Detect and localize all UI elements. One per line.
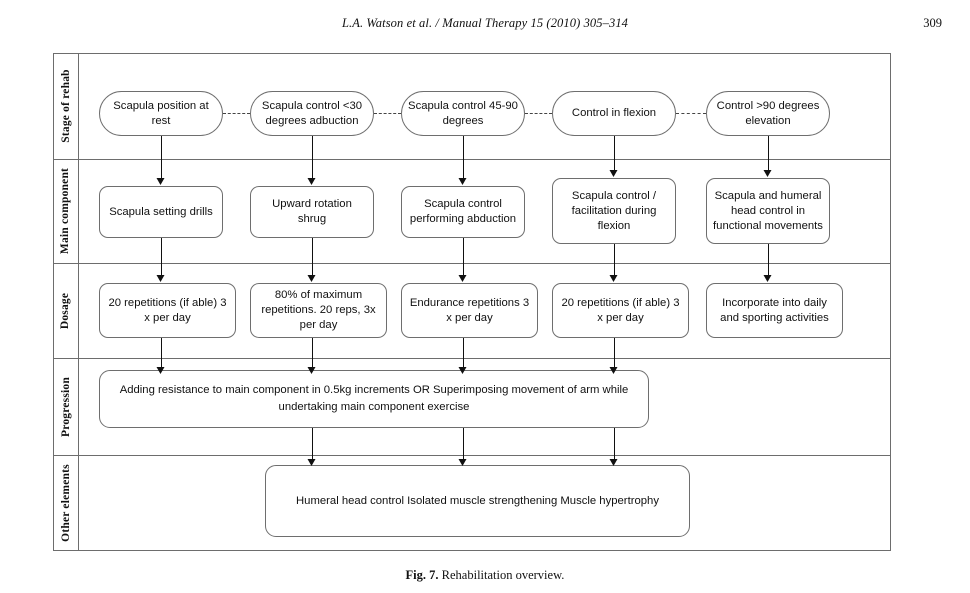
journal-citation: L.A. Watson et al. / Manual Therapy 15 (… (341, 16, 629, 30)
running-head: L.A. Watson et al. / Manual Therapy 15 (… (0, 16, 970, 32)
band-label-text: Stage of rehab (59, 69, 72, 143)
stage-node-2[interactable]: Scapula control <30 degrees adbuction (250, 91, 374, 136)
arrow-head-stage-to-main-5 (763, 170, 772, 177)
figure-caption: Fig. 7. Rehabilitation overview. (0, 568, 970, 583)
stage-node-3[interactable]: Scapula control 45-90 degrees (401, 91, 525, 136)
band-label-text: Other elements (59, 464, 72, 542)
arrow-head-dosage-to-progression-3 (458, 367, 467, 374)
rehabilitation-overview-figure: Stage of rehab Main component Dosage Pro… (53, 53, 891, 551)
arrow-head-main-to-dosage-1 (156, 275, 165, 282)
arrow-line-main-to-dosage-3 (463, 238, 464, 276)
arrow-line-main-to-dosage-5 (768, 244, 769, 276)
dosage-node-2[interactable]: 80% of maximum repetitions. 20 reps, 3x … (250, 283, 387, 338)
dashed-connector-stage-3-4 (525, 113, 552, 114)
band-label-main-component: Main component (53, 159, 78, 263)
main-component-node-1[interactable]: Scapula setting drills (99, 186, 223, 238)
arrow-line-main-to-dosage-4 (614, 244, 615, 276)
arrow-head-progression-to-other-1 (307, 459, 316, 466)
dosage-node-5[interactable]: Incorporate into daily and sporting acti… (706, 283, 843, 338)
progression-node[interactable]: Adding resistance to main component in 0… (99, 370, 649, 428)
dosage-node-3[interactable]: Endurance repetitions 3 x per day (401, 283, 538, 338)
dashed-connector-stage-4-5 (676, 113, 706, 114)
band-label-text: Main component (59, 167, 72, 255)
stage-node-1[interactable]: Scapula position at rest (99, 91, 223, 136)
arrow-head-stage-to-main-3 (458, 178, 467, 185)
arrow-line-stage-to-main-1 (161, 136, 162, 179)
arrow-head-stage-to-main-4 (609, 170, 618, 177)
arrow-head-stage-to-main-1 (156, 178, 165, 185)
arrow-head-main-to-dosage-3 (458, 275, 467, 282)
dashed-connector-stage-1-2 (223, 113, 250, 114)
figure-caption-label: Fig. 7. (405, 568, 439, 582)
arrow-line-dosage-to-progression-2 (312, 338, 313, 368)
arrow-line-dosage-to-progression-1 (161, 338, 162, 368)
arrow-line-progression-to-other-3 (614, 428, 615, 460)
dosage-node-4[interactable]: 20 repetitions (if able) 3 x per day (552, 283, 689, 338)
stage-node-5[interactable]: Control >90 degrees elevation (706, 91, 830, 136)
band-separator-4 (53, 455, 891, 456)
main-component-node-5[interactable]: Scapula and humeral head control in func… (706, 178, 830, 244)
arrow-head-dosage-to-progression-1 (156, 367, 165, 374)
arrow-head-dosage-to-progression-2 (307, 367, 316, 374)
band-label-text: Dosage (59, 292, 72, 329)
arrow-line-stage-to-main-2 (312, 136, 313, 179)
band-separator-1 (53, 159, 891, 160)
band-label-text: Progression (59, 376, 72, 437)
arrow-head-main-to-dosage-2 (307, 275, 316, 282)
band-label-stage-of-rehab: Stage of rehab (53, 53, 78, 159)
figure-caption-text: Rehabilitation overview. (441, 568, 565, 582)
main-component-node-3[interactable]: Scapula control performing abduction (401, 186, 525, 238)
band-separator-3 (53, 358, 891, 359)
main-component-node-4[interactable]: Scapula control / facilitation during fl… (552, 178, 676, 244)
band-label-gutter-divider (78, 53, 79, 551)
arrow-line-stage-to-main-4 (614, 136, 615, 171)
band-label-progression: Progression (53, 358, 78, 455)
page-number: 309 (923, 16, 942, 30)
stage-node-4[interactable]: Control in flexion (552, 91, 676, 136)
arrow-head-progression-to-other-2 (458, 459, 467, 466)
arrow-line-stage-to-main-5 (768, 136, 769, 171)
arrow-line-progression-to-other-2 (463, 428, 464, 460)
arrow-head-dosage-to-progression-4 (609, 367, 618, 374)
arrow-line-progression-to-other-1 (312, 428, 313, 460)
other-elements-node[interactable]: Humeral head control Isolated muscle str… (265, 465, 690, 537)
dosage-node-1[interactable]: 20 repetitions (if able) 3 x per day (99, 283, 236, 338)
arrow-line-dosage-to-progression-3 (463, 338, 464, 368)
arrow-line-main-to-dosage-1 (161, 238, 162, 276)
arrow-head-main-to-dosage-4 (609, 275, 618, 282)
main-component-node-2[interactable]: Upward rotation shrug (250, 186, 374, 238)
arrow-line-main-to-dosage-2 (312, 238, 313, 276)
arrow-line-stage-to-main-3 (463, 136, 464, 179)
dashed-connector-stage-2-3 (374, 113, 401, 114)
band-separator-2 (53, 263, 891, 264)
arrow-head-progression-to-other-3 (609, 459, 618, 466)
arrow-head-stage-to-main-2 (307, 178, 316, 185)
arrow-head-main-to-dosage-5 (763, 275, 772, 282)
band-label-dosage: Dosage (53, 263, 78, 358)
arrow-line-dosage-to-progression-4 (614, 338, 615, 368)
band-label-other-elements: Other elements (53, 455, 78, 551)
